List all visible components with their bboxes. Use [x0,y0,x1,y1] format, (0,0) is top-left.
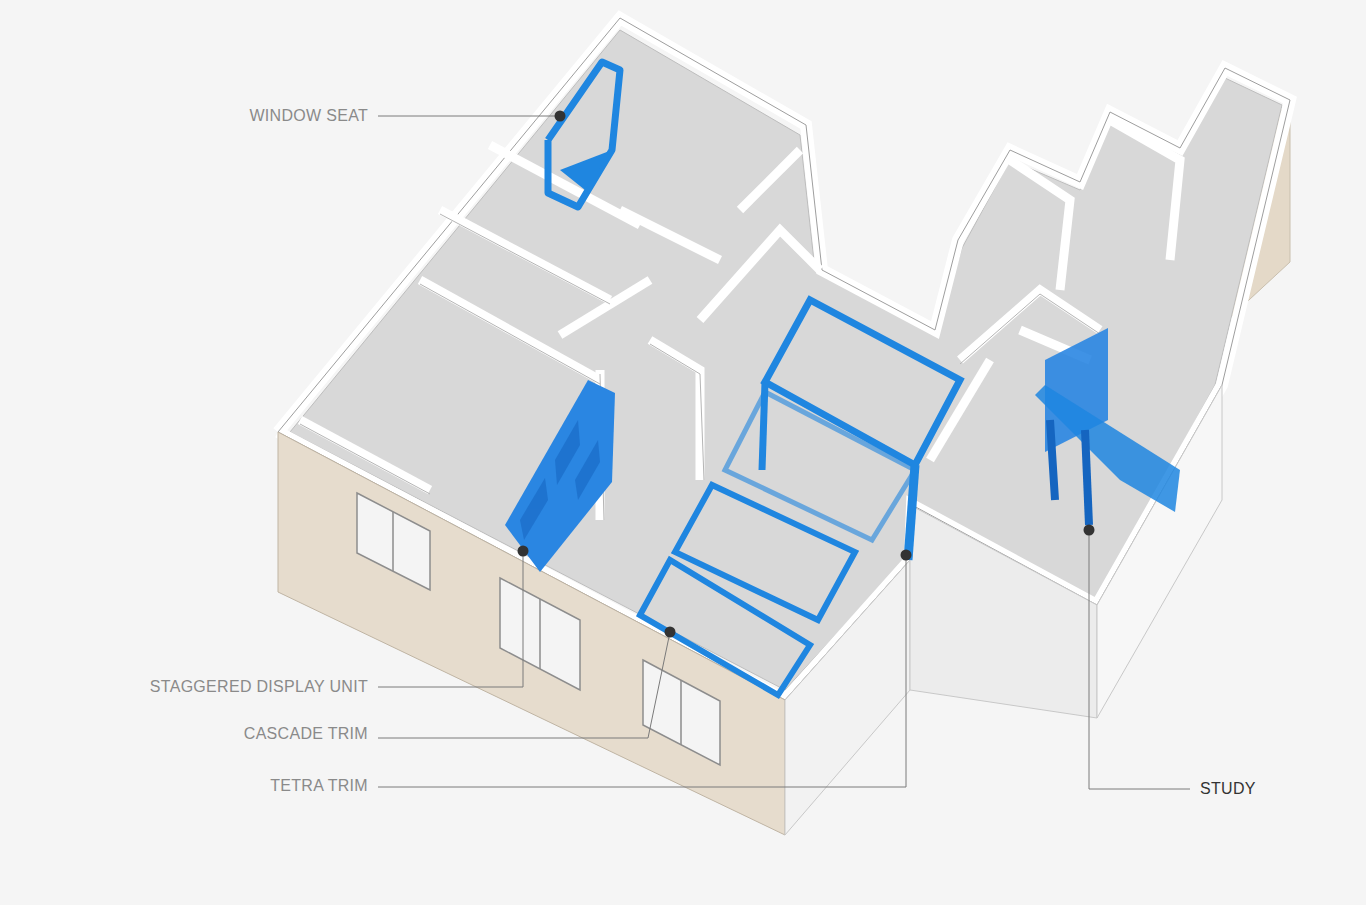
joinery-blue [1085,430,1089,525]
interior-wall-edges [300,214,1100,520]
joinery-blue [555,420,580,485]
callout-label: WINDOW SEAT [249,106,368,126]
leader-line [378,116,560,117]
leader-line [378,116,1190,789]
interior-walls [1110,120,1180,260]
leader-dot [518,111,1095,638]
interior-wall-edges [440,214,610,304]
interior-walls [930,360,990,460]
interior-walls [700,230,820,320]
window [500,578,580,690]
window [357,493,430,590]
interior-walls [300,120,1180,520]
leader-dot [1084,525,1095,536]
joinery-blue [520,420,600,540]
joinery-blue [548,62,620,207]
callout-label: TETRA TRIM [270,776,368,796]
interior-wall-edges [650,344,704,480]
joinery-blue [675,485,855,620]
interior-walls [560,280,650,335]
joinery-blue [520,478,548,540]
joinery-blue [762,382,765,470]
leader-line [378,551,523,687]
leader-line [378,632,670,738]
interior-walls [440,210,610,300]
facade [278,385,1222,835]
joinery-blue [560,150,612,190]
window [539,599,541,669]
leader-line [1089,530,1190,789]
window [680,680,682,745]
callout-label: CASCADE TRIM [244,724,368,744]
joinery-blue [1050,420,1055,500]
leader-dot [555,111,566,122]
window [392,512,394,571]
interior-walls [620,210,720,260]
facade [910,505,1097,718]
interior-walls [740,150,800,210]
leader-dot [518,546,529,557]
joinery-blue [640,560,810,695]
interior-walls [490,145,640,225]
joinery-blue [765,300,960,465]
joinery-blue [1035,385,1180,512]
facade [785,560,910,835]
interior-walls [650,340,700,480]
joinery-blue [575,440,600,500]
interior-wall-edges [420,284,600,384]
leader-dot [901,550,912,561]
callout-label: STAGGERED DISPLAY UNIT [150,677,368,697]
interior-walls [1010,160,1070,290]
callout-label: STUDY [1200,779,1256,799]
leader-line [378,555,906,787]
joinery-blue [908,465,915,560]
window [643,660,720,765]
joinery-blue [505,380,615,572]
leader-dot [665,627,676,638]
joinery-blue [505,62,1180,695]
